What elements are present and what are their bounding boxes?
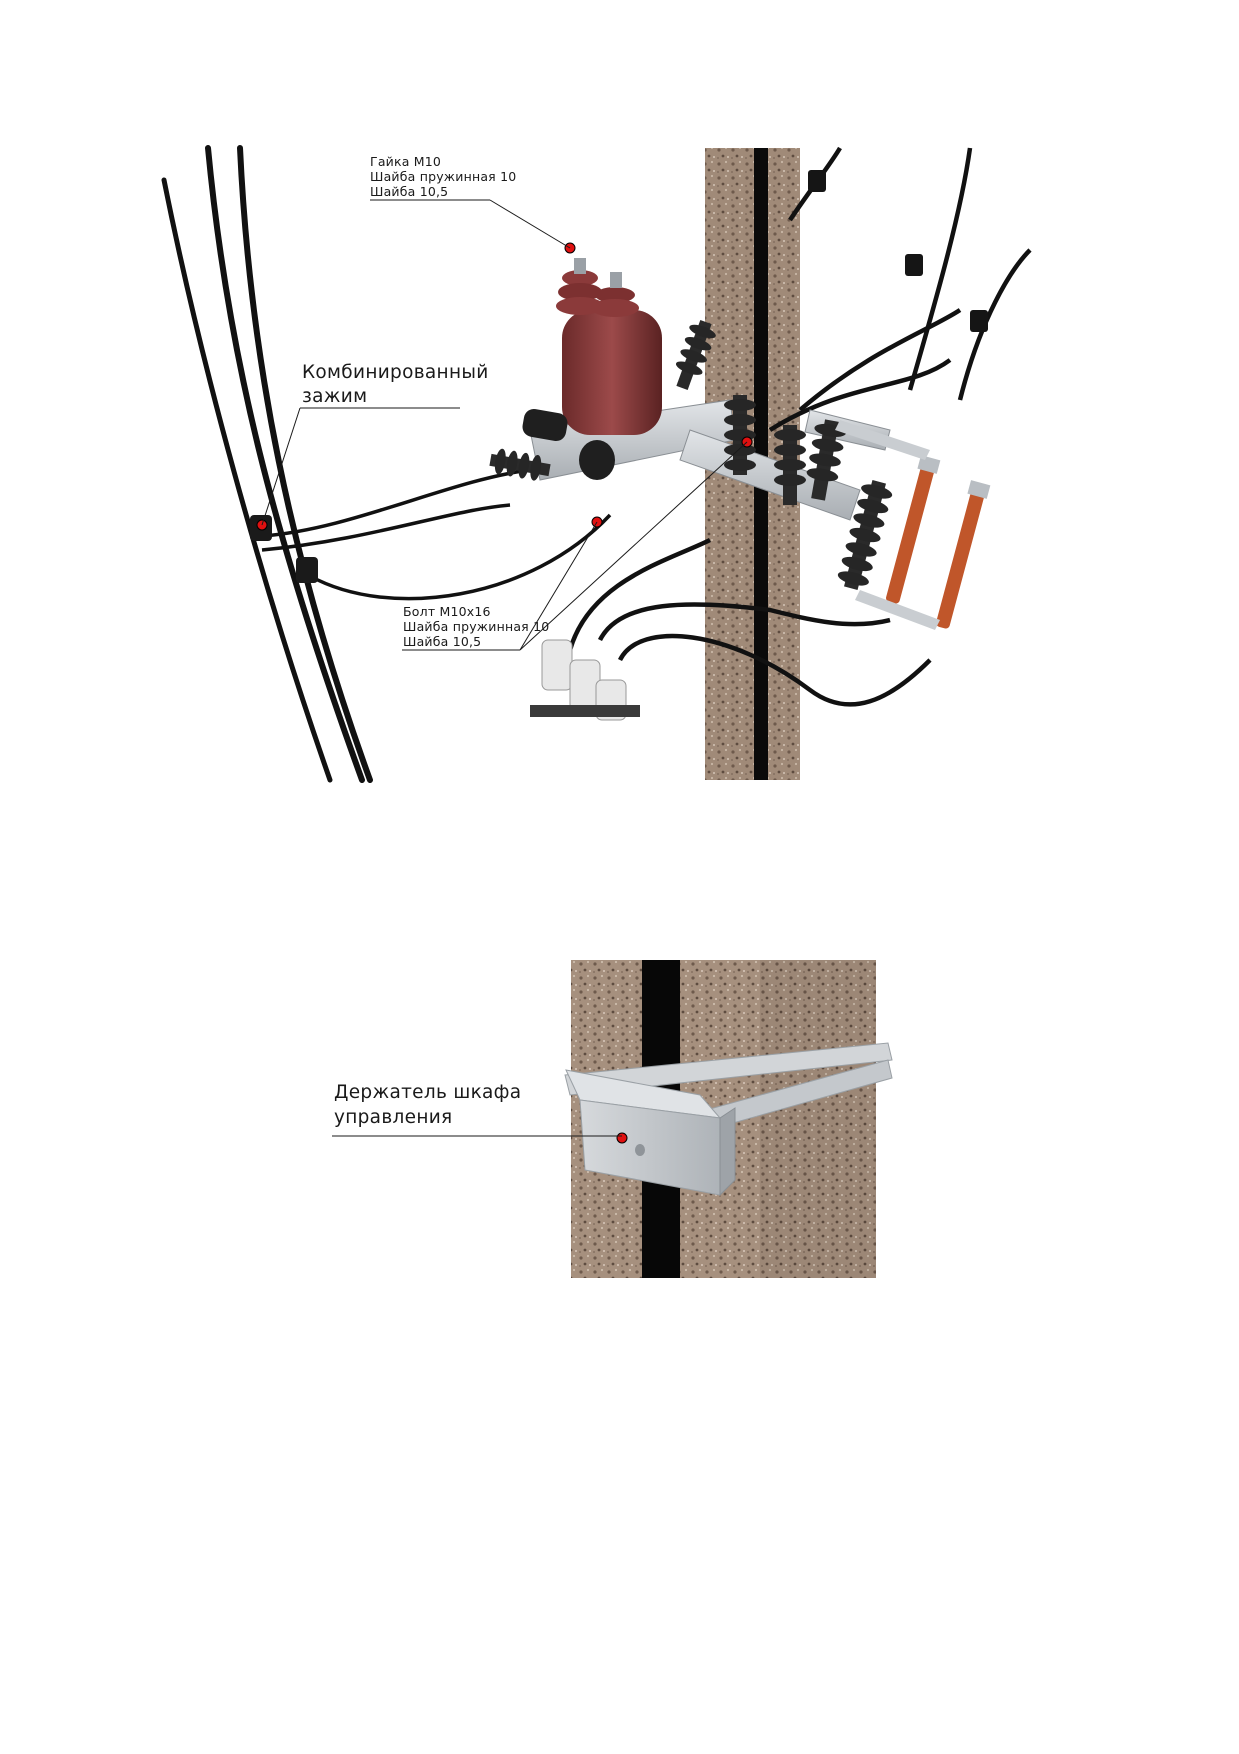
callout-line: управления: [334, 1107, 452, 1128]
pole-assembly-figure: Гайка М10 Шайба пружинная 10 Шайба 10,5 …: [161, 145, 1140, 790]
callout-line: Шайба пружинная 10: [403, 619, 549, 634]
callout-line: Шайба пружинная 10: [370, 169, 516, 184]
feeder-cables: [261, 468, 612, 601]
bottom-callout: Болт М10х16 Шайба пружинная 10 Шайба 10,…: [403, 604, 549, 649]
top-callout: Гайка М10 Шайба пружинная 10 Шайба 10,5: [370, 154, 516, 199]
combined-clamp: [296, 557, 318, 583]
callout-line: Держатель шкафа: [334, 1082, 521, 1103]
surge-arresters: [835, 420, 991, 630]
voltage-transformer: [556, 258, 662, 435]
marker-dot: [616, 1132, 628, 1144]
cabinet-holder-callout: Держатель шкафа управления: [334, 1082, 521, 1128]
cabinet-holder-illustration: Держатель шкафа управления: [332, 960, 893, 1278]
callout-line: Шайба 10,5: [370, 184, 448, 199]
combined-clamp-callout: Комбинированный зажим: [302, 362, 489, 407]
cabinet-holder: [565, 1069, 736, 1197]
pole-shadow-face: [760, 960, 876, 1278]
pole-assembly-illustration: Гайка М10 Шайба пружинная 10 Шайба 10,5 …: [161, 145, 1032, 783]
callout-line: зажим: [302, 386, 367, 407]
cable-clamp: [970, 310, 988, 332]
leader-lines: [261, 199, 748, 651]
cable-clamp: [808, 170, 826, 192]
callout-line: Комбинированный: [302, 362, 489, 383]
cabinet-holder-figure: Держатель шкафа управления: [332, 960, 940, 1280]
left-cables: [161, 145, 373, 783]
callout-line: Болт М10х16: [403, 604, 491, 619]
callout-line: Гайка М10: [370, 154, 441, 169]
cable-clamp: [905, 254, 923, 276]
black-insulators: [489, 320, 893, 590]
bottom-cables: [567, 537, 932, 707]
callout-line: Шайба 10,5: [403, 634, 481, 649]
bottom-bushings: [530, 639, 640, 721]
